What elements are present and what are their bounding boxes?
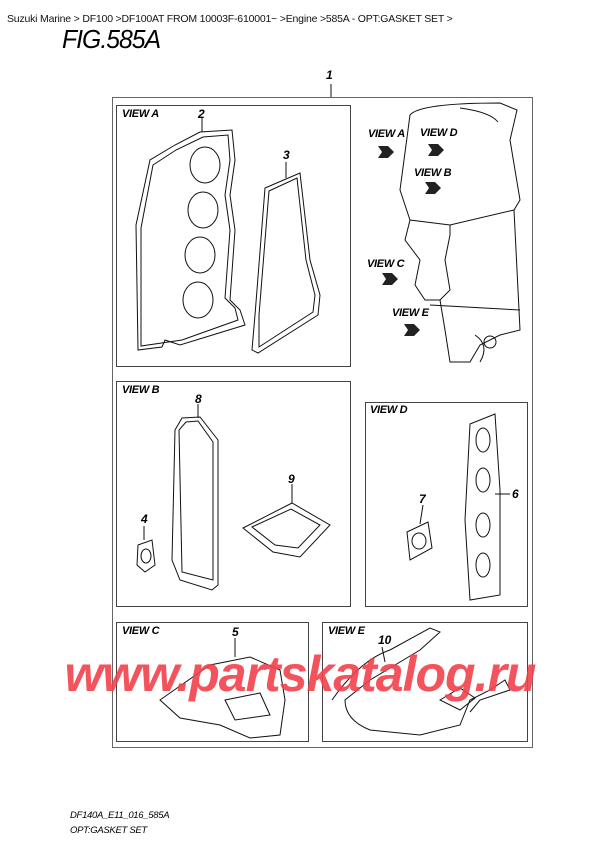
figure-caption: OPT:GASKET SET	[70, 825, 147, 836]
callout-2[interactable]: 2	[198, 107, 205, 121]
throttle-body-gasket-icon	[406, 504, 433, 561]
motor-view-d-label: VIEW D	[420, 127, 458, 139]
intake-manifold-gasket-icon	[464, 413, 510, 601]
callout-6[interactable]: 6	[512, 487, 519, 501]
cover-gasket-icon	[331, 627, 511, 736]
view-d-label: VIEW D	[370, 404, 408, 416]
callout-8[interactable]: 8	[195, 392, 202, 406]
figure-code: DF140A_E11_016_585A	[70, 810, 170, 821]
view-c-label: VIEW C	[122, 625, 160, 637]
figure-title: FIG.585A	[62, 24, 161, 54]
view-direction-arrows	[378, 144, 444, 336]
callout-4[interactable]: 4	[141, 512, 148, 526]
cam-cover-gasket-icon	[171, 404, 219, 591]
rocker-cover-gasket-icon	[251, 162, 321, 354]
callout-1[interactable]: 1	[326, 68, 333, 82]
thermostat-cover-gasket-icon	[242, 484, 331, 558]
view-d-panel	[365, 402, 528, 607]
view-b-panel	[116, 381, 351, 607]
view-e-panel	[322, 622, 528, 742]
breadcrumb-item-585a[interactable]: 585A - OPT:GASKET SET	[325, 13, 444, 25]
view-a-label: VIEW A	[122, 108, 159, 120]
outboard-motor-icon	[399, 102, 521, 363]
motor-view-b-label: VIEW B	[414, 167, 452, 179]
callout-9[interactable]: 9	[288, 472, 295, 486]
view-e-label: VIEW E	[328, 625, 365, 637]
view-a-panel	[116, 105, 351, 367]
view-c-panel	[116, 622, 309, 742]
view-b-label: VIEW B	[122, 384, 160, 396]
gasket-set-frame	[112, 97, 533, 748]
breadcrumb-item-df100at[interactable]: DF100AT FROM 10003F-610001~	[121, 13, 278, 25]
callout-7[interactable]: 7	[419, 492, 426, 506]
breadcrumb-item-suzuki-marine[interactable]: Suzuki Marine	[7, 13, 71, 25]
breadcrumb-item-df100[interactable]: DF100	[82, 13, 113, 25]
oil-pan-gasket-icon	[159, 638, 286, 739]
callout-3[interactable]: 3	[283, 148, 290, 162]
motor-view-e-label: VIEW E	[392, 307, 429, 319]
motor-view-a-label: VIEW A	[368, 128, 405, 140]
callout-10[interactable]: 10	[378, 633, 392, 647]
cylinder-head-gasket-icon	[135, 118, 246, 351]
breadcrumb-item-engine[interactable]: Engine	[285, 13, 318, 25]
small-flange-gasket-icon	[136, 526, 156, 573]
motor-view-c-label: VIEW C	[367, 258, 405, 270]
breadcrumb: Suzuki Marine > DF100 >DF100AT FROM 1000…	[7, 13, 453, 25]
callout-5[interactable]: 5	[232, 625, 239, 639]
